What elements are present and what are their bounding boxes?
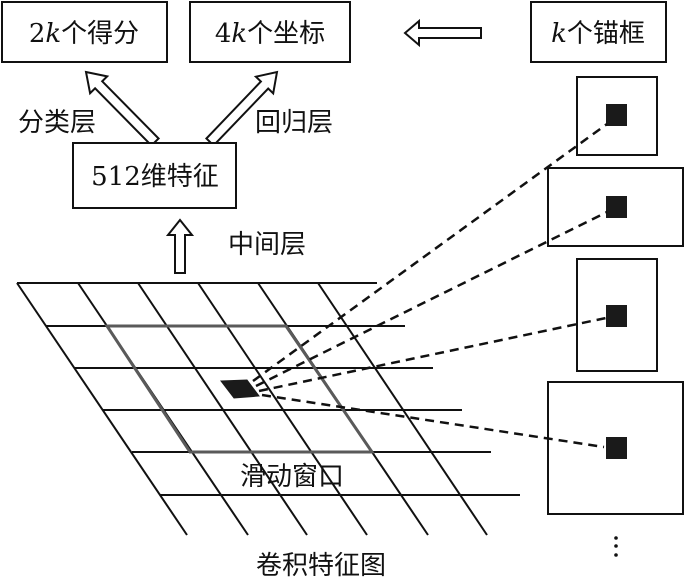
more-anchors-ellipsis — [614, 536, 618, 557]
cls-layer-label: 分类层 — [18, 108, 96, 138]
reg-layer-label: 回归层 — [255, 108, 333, 138]
anchor-center — [606, 104, 627, 126]
sliding-window-center-marker — [220, 379, 260, 399]
anchor-box — [576, 76, 658, 156]
coords-box: 4k个坐标 — [189, 1, 351, 63]
anchor-box — [547, 381, 684, 515]
sliding-window — [104, 324, 375, 454]
anchor-connector-line — [255, 210, 608, 388]
intermediate-layer-label: 中间层 — [228, 230, 306, 260]
up-arrow-icon — [165, 218, 195, 274]
conv-feature-map-label: 卷积特征图 — [256, 551, 386, 580]
anchor-connector-line — [252, 122, 608, 383]
anchors-box: k个锚框 — [530, 1, 667, 63]
anchor-center — [606, 196, 627, 218]
feature-box-label: 512维特征 — [91, 162, 219, 192]
left-arrow-icon — [403, 18, 482, 48]
sliding-window-label: 滑动窗口 — [240, 462, 344, 492]
anchor-box — [547, 167, 684, 247]
anchor-center — [606, 305, 627, 327]
conv-feature-map-grid — [16, 282, 520, 536]
grid-column-line — [317, 282, 488, 536]
anchors-box-label: k个锚框 — [551, 19, 645, 49]
scores-box: 2k个得分 — [1, 1, 168, 63]
coords-box-label: 4k个坐标 — [215, 19, 325, 49]
feature-box: 512维特征 — [72, 142, 237, 209]
anchor-center — [606, 437, 627, 459]
scores-box-label: 2k个得分 — [29, 19, 139, 49]
anchor-box — [576, 258, 658, 372]
cls-arrow-icon — [84, 70, 161, 147]
anchor-connector-line — [258, 316, 607, 393]
anchor-connector-line — [261, 393, 605, 449]
grid-column-line — [16, 282, 188, 536]
